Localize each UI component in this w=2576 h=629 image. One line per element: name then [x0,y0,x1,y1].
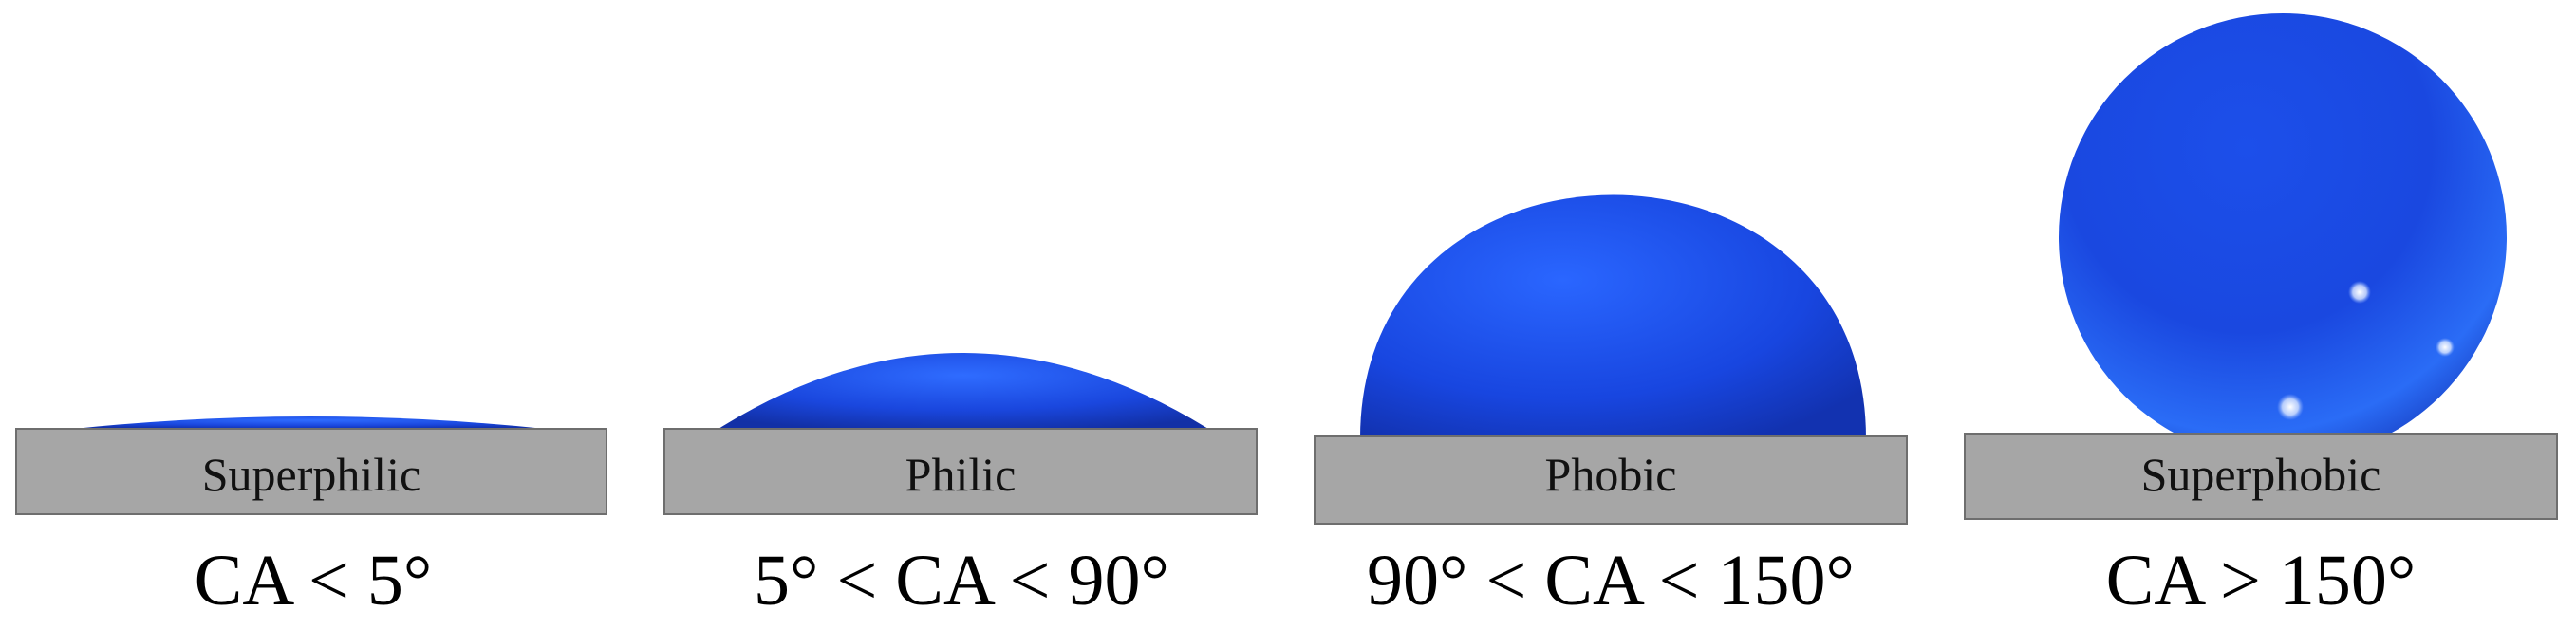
substrate-phobic [1314,435,1908,525]
droplet-phobic [1360,194,1866,438]
droplet-highlight-1 [2348,281,2371,304]
substrate-label-philic: Philic [905,448,1017,501]
contact-angle-label-superphobic: CA > 150° [2105,541,2417,620]
substrate-label-superphobic: Superphobic [2140,448,2381,501]
droplet-superphobic [2059,13,2507,461]
substrate-label-superphilic: Superphilic [201,448,421,501]
substrate-superphilic [15,428,607,515]
substrate-philic [663,428,1258,515]
droplet-highlight-3 [2277,394,2304,420]
droplet-superphilic [74,416,545,429]
droplet-highlight-2 [2436,338,2455,357]
substrate-superphobic [1964,433,2558,520]
substrate-label-phobic: Phobic [1544,448,1677,501]
contact-angle-label-phobic: 90° < CA < 150° [1367,541,1855,620]
droplet-philic [719,353,1208,429]
contact-angle-label-philic: 5° < CA < 90° [754,541,1169,620]
contact-angle-label-superphilic: CA < 5° [194,541,433,620]
